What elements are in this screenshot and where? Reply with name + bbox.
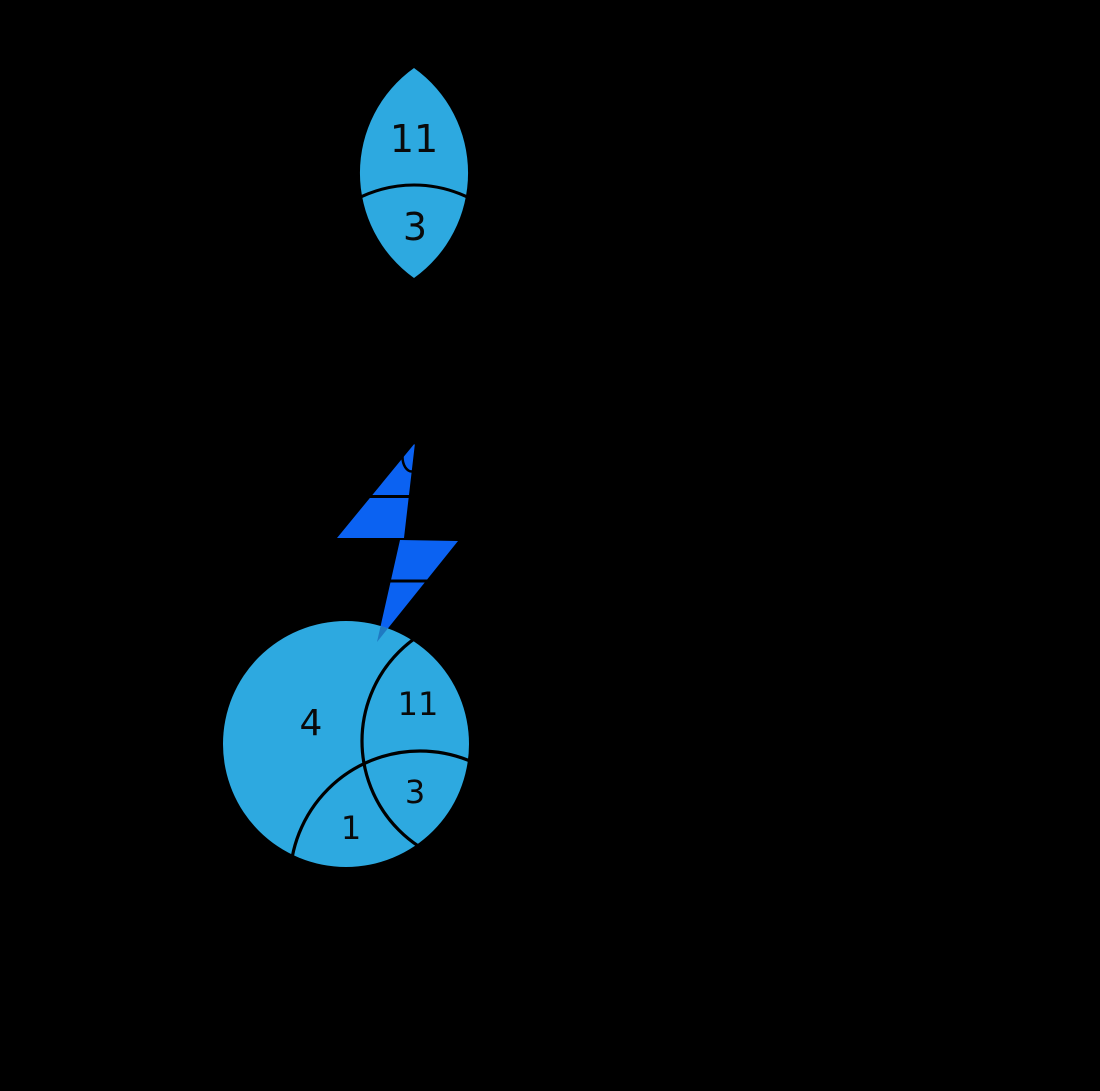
venn-circle	[223, 621, 469, 867]
venn-arc-bottom-set	[288, 749, 552, 1013]
lightning-bolt-icon	[337, 443, 458, 642]
lens-shape	[359, 68, 469, 278]
lens-label-bottom: 3	[403, 205, 427, 249]
venn-label-upper-intersection: 11	[398, 685, 439, 723]
bolt-tip-glyph	[401, 441, 423, 473]
lens-label-top: 11	[390, 117, 438, 161]
venn-label-lower-intersection: 1	[341, 809, 361, 847]
lens-divider-arc	[288, 183, 540, 435]
venn-label-triple-intersection: 3	[405, 773, 425, 811]
venn-arc-right-set	[360, 613, 616, 869]
venn-label-outer: 4	[300, 703, 323, 744]
